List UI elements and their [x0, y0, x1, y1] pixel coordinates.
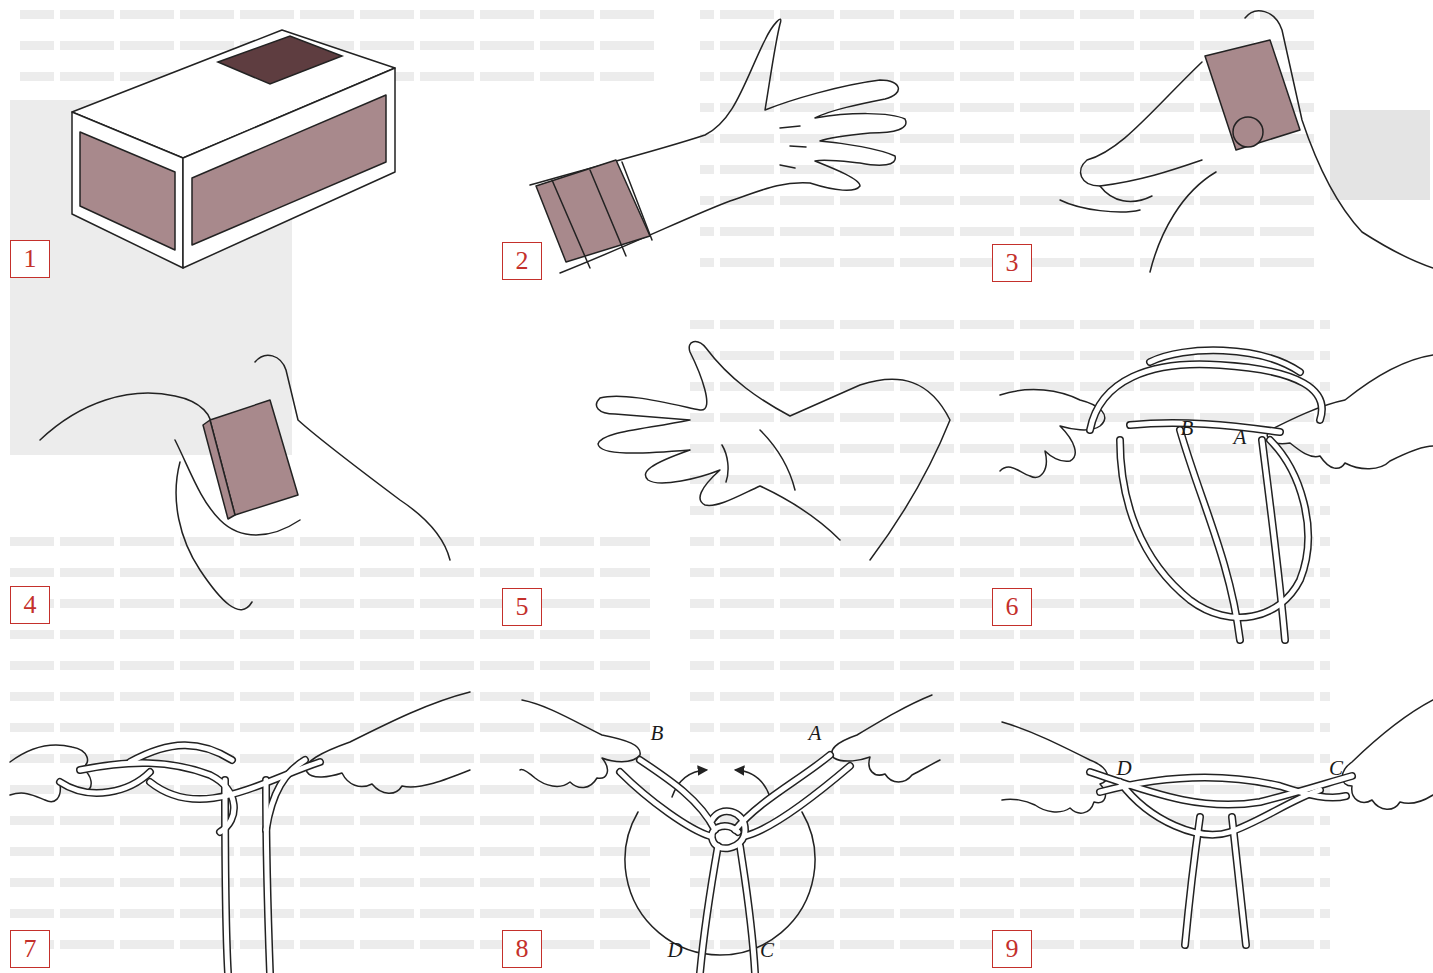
striker-strip: [80, 132, 175, 250]
hand-outline: [1081, 62, 1202, 186]
string: [1090, 772, 1352, 945]
hand-outline: [306, 692, 470, 793]
string: [620, 755, 850, 973]
open-hand: [596, 342, 950, 560]
callout-box: 1: [10, 240, 50, 278]
string-figure: [1000, 350, 1433, 640]
callout-number: 3: [1006, 250, 1019, 276]
matchbox: [1205, 40, 1300, 150]
strand-label: D: [667, 940, 682, 961]
callout-box: 9: [992, 930, 1032, 968]
strand-label: C: [760, 940, 774, 961]
callout-box: 5: [502, 588, 542, 626]
hands-with-box: [1060, 11, 1433, 272]
hand-outline: [596, 342, 950, 560]
box-end: [72, 112, 183, 268]
arm-outline: [530, 19, 906, 273]
hand-outline: [1267, 355, 1433, 469]
string: [60, 745, 320, 973]
hand-with-box: [530, 19, 906, 273]
hands-with-box: [40, 355, 450, 609]
string: [620, 755, 850, 973]
turn-arrow: [736, 770, 770, 797]
faint-heading-mark: [1330, 110, 1430, 200]
callout-number: 2: [516, 248, 529, 274]
callout-box: 4: [10, 586, 50, 624]
rubber-band: [552, 162, 652, 268]
callout-number: 9: [1006, 936, 1019, 962]
string: [1090, 772, 1352, 945]
string: [1090, 350, 1322, 640]
string: [60, 745, 320, 973]
callout-box: 2: [502, 242, 542, 280]
strand-label: A: [809, 723, 822, 744]
string-figure: [1002, 700, 1433, 945]
strand-label: B: [651, 723, 664, 744]
callout-number: 6: [1006, 594, 1019, 620]
fingertip: [1233, 117, 1263, 147]
strand-label: B: [1181, 418, 1194, 439]
rotation-circle: [625, 812, 815, 955]
faint-text-lines: [10, 520, 650, 950]
callout-number: 8: [516, 936, 529, 962]
callout-number: 7: [24, 936, 37, 962]
callout-number: 5: [516, 594, 529, 620]
box-side: [183, 68, 395, 268]
hand-outline: [1002, 722, 1107, 813]
callout-number: 1: [24, 246, 37, 272]
callout-box: 6: [992, 588, 1032, 626]
box-opening: [218, 36, 342, 84]
string: [1090, 350, 1322, 640]
callout-box: 8: [502, 930, 542, 968]
string-figure: [10, 692, 470, 973]
callout-number: 4: [24, 592, 37, 618]
finger-creases: [780, 126, 806, 168]
string-figure: [520, 695, 940, 973]
finger-outline: [1060, 172, 1216, 272]
finger-creases: [722, 430, 795, 490]
callout-box: 3: [992, 244, 1032, 282]
faint-text-lines: [700, 0, 1320, 270]
hand-outline: [40, 393, 211, 440]
strand-label: A: [1234, 427, 1247, 448]
matchbox: [72, 30, 395, 268]
strand-label: D: [1116, 758, 1131, 779]
callout-box: 7: [10, 930, 50, 968]
matchbox-end: [203, 420, 235, 519]
hand-outline: [1342, 700, 1433, 809]
strand-label: C: [1329, 758, 1343, 779]
striker-strip: [192, 95, 386, 245]
